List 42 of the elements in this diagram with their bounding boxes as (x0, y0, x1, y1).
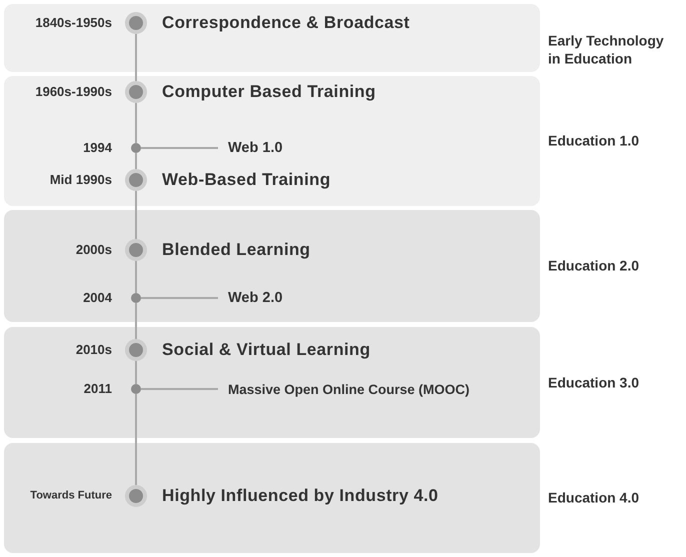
date-label: 1840s-1950s (34, 15, 112, 31)
timeline-line (135, 153, 137, 169)
era-label: Education 1.0 (548, 132, 640, 150)
date-label: Mid 1990s (48, 172, 112, 188)
timeline-line (135, 361, 137, 384)
milestone-label: Web 2.0 (218, 288, 283, 308)
date-label: 2010s (74, 342, 112, 358)
timeline-line (141, 147, 218, 149)
timeline-line (135, 261, 137, 293)
timeline-line (135, 303, 137, 339)
date-label: Towards Future (29, 489, 112, 503)
timeline-dot (131, 143, 141, 153)
era-band (4, 327, 540, 438)
era-label: Education 4.0 (548, 489, 640, 507)
timeline-line (141, 297, 218, 299)
timeline-dot (131, 293, 141, 303)
timeline-line (135, 394, 137, 485)
milestone-label: Massive Open Online Course (MOOC) (218, 379, 470, 399)
timeline-line (135, 103, 137, 143)
era-band (4, 443, 540, 553)
event-title: Social & Virtual Learning (162, 340, 370, 360)
event-title: Blended Learning (162, 240, 310, 260)
timeline-dot (131, 384, 141, 394)
era-label: Education 2.0 (548, 257, 640, 275)
date-label: 1994 (82, 140, 112, 156)
era-band (4, 210, 540, 322)
era-band (4, 76, 540, 206)
date-label: 2000s (74, 242, 112, 258)
timeline-line (135, 34, 137, 81)
event-title: Correspondence & Broadcast (162, 13, 410, 33)
event-title: Highly Influenced by Industry 4.0 (162, 486, 438, 506)
era-band (4, 4, 540, 72)
event-title: Web-Based Training (162, 170, 331, 190)
date-label: 1960s-1990s (34, 84, 112, 100)
date-label: 2011 (82, 381, 112, 397)
timeline-line (141, 388, 218, 390)
event-title: Computer Based Training (162, 82, 376, 102)
era-label: Early Technology in Education (548, 32, 665, 68)
milestone-label: Web 1.0 (218, 138, 283, 158)
timeline-line (135, 191, 137, 239)
era-label: Education 3.0 (548, 374, 640, 392)
date-label: 2004 (82, 290, 112, 306)
